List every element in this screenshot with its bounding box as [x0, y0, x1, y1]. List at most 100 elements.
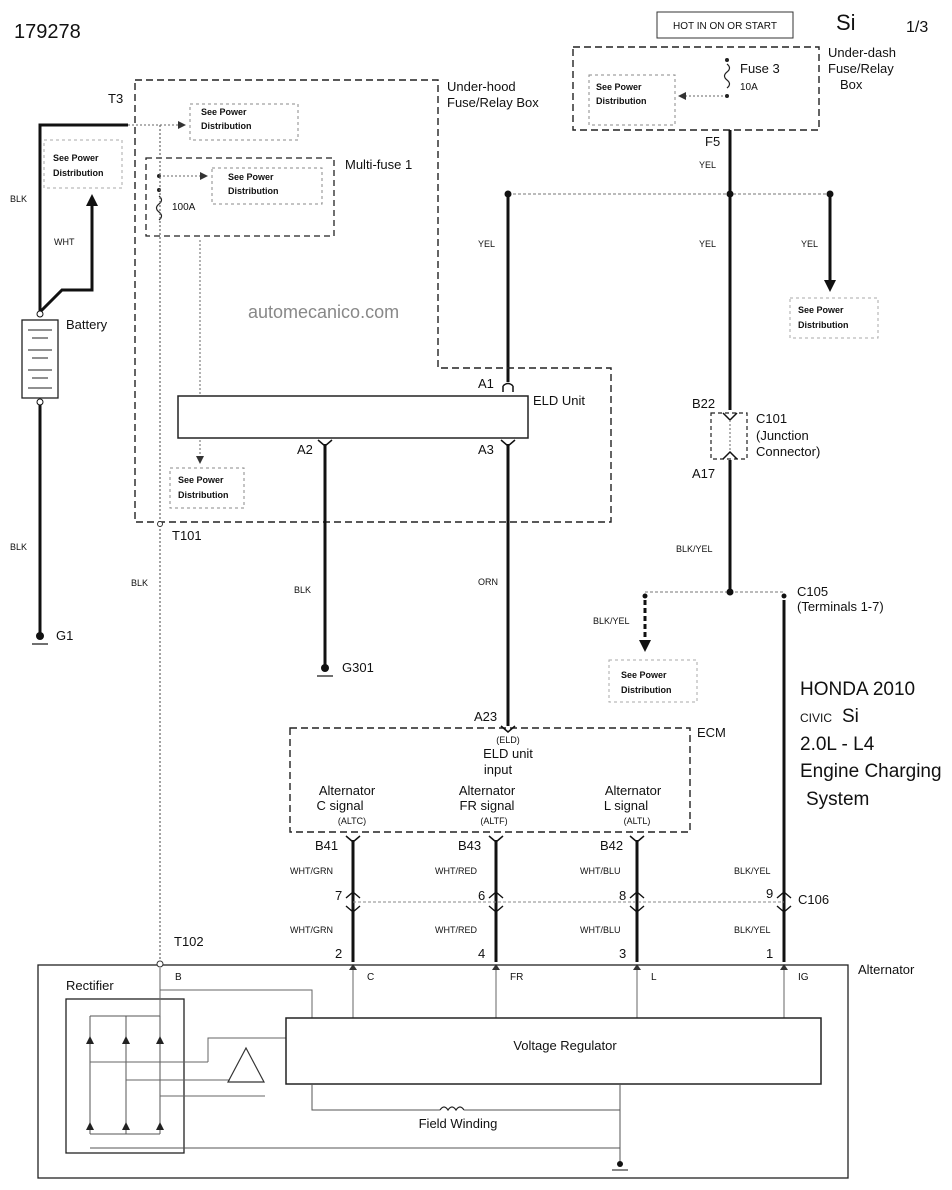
connector-icon: [488, 891, 504, 913]
wire-label-blk: BLK: [294, 585, 311, 595]
fuse3-terminal: [725, 58, 729, 62]
connector-icon: [345, 891, 361, 913]
wire-label-wht-blu: WHT/BLU: [580, 866, 621, 876]
connector-a3: A3: [478, 442, 494, 457]
wire-label-blk: BLK: [131, 578, 148, 588]
vehicle-system-1: Engine Charging: [800, 761, 942, 782]
diode-icon: [156, 1122, 164, 1130]
see-power-box-battery: [43, 139, 123, 189]
see-power-box-c105: [608, 659, 698, 703]
arrow-up-icon: [780, 964, 788, 970]
field-winding-label: Field Winding: [419, 1116, 498, 1131]
alt-b-line: [160, 989, 313, 1018]
connector-a2: A2: [297, 442, 313, 457]
c105-sub: (Terminals 1-7): [797, 599, 884, 614]
ecm-label: ECM: [697, 725, 726, 740]
underdash-label-3: Box: [840, 77, 863, 92]
connector-b41: B41: [315, 838, 338, 853]
connector-a23: A23: [474, 709, 497, 724]
rectifier-label: Rectifier: [66, 978, 114, 993]
see-power-text: See Power: [53, 153, 99, 163]
underhood-fuse-box: [134, 79, 612, 523]
document-id: 179278: [14, 21, 81, 43]
altf-tag: (ALTF): [480, 816, 507, 826]
see-power-text: Distribution: [178, 490, 229, 500]
wire-label-yel: YEL: [478, 239, 495, 249]
connector-a1: A1: [478, 376, 494, 391]
terminal-b-label: B: [175, 972, 182, 983]
c105-terminal: [781, 593, 787, 599]
model-badge: Si: [836, 10, 856, 35]
see-power-box-underhood: [169, 467, 245, 509]
ground-icon: [321, 664, 329, 672]
vehicle-engine: 2.0L - L4: [800, 734, 875, 755]
ground-icon: [617, 1161, 623, 1167]
eld-unit-box: [177, 395, 529, 439]
wire-label-blk: BLK: [10, 194, 27, 204]
pin-9: 9: [766, 886, 773, 901]
wire-label-wht-grn: WHT/GRN: [290, 925, 333, 935]
eld-unit-label: ELD Unit: [533, 393, 585, 408]
altc-signal-1: Alternator: [319, 783, 376, 798]
underdash-label-1: Under-dash: [828, 45, 896, 60]
see-power-text: See Power: [798, 305, 844, 315]
hot-condition-label: HOT IN ON OR START: [673, 21, 777, 32]
underdash-label-2: Fuse/Relay: [828, 61, 894, 76]
wire-label-orn: ORN: [478, 577, 498, 587]
connector-b42: B42: [600, 838, 623, 853]
wire-label-yel: YEL: [699, 160, 716, 170]
pin-4: 4: [478, 946, 485, 961]
battery-terminal: [36, 310, 44, 318]
altc-tag: (ALTC): [338, 816, 366, 826]
alternator-label: Alternator: [858, 962, 915, 977]
stator-line: [207, 1037, 286, 1062]
connector-b43: B43: [458, 838, 481, 853]
see-power-box-underdash: [588, 74, 676, 126]
see-power-text: Distribution: [621, 685, 672, 695]
connector-t102: T102: [174, 934, 204, 949]
connector-icon: [500, 725, 516, 733]
page-number: 1/3: [906, 19, 928, 36]
fuse3-icon: [723, 63, 731, 89]
fuse3-rating: 10A: [740, 82, 758, 93]
splice-point: [726, 588, 734, 596]
wire-label-wht: WHT: [54, 237, 75, 247]
eld-input-2: input: [484, 762, 513, 777]
see-power-text: Distribution: [201, 121, 252, 131]
see-power-text: See Power: [596, 82, 642, 92]
connector-icon: [629, 891, 645, 913]
terminal-c-label: C: [367, 972, 374, 983]
stator-coil-icon: [227, 1046, 265, 1083]
wire-label-wht-grn: WHT/GRN: [290, 866, 333, 876]
wire-label-yel: YEL: [801, 239, 818, 249]
see-power-text: See Power: [228, 172, 274, 182]
arrow-up-icon: [349, 964, 357, 970]
wire-label-wht-blu: WHT/BLU: [580, 925, 621, 935]
wire-label-wht-red: WHT/RED: [435, 866, 477, 876]
see-power-box-yel: [789, 297, 879, 339]
multifuse-rating: 100A: [172, 202, 196, 213]
altf-signal-1: Alternator: [459, 783, 516, 798]
arrow-down-icon: [824, 280, 836, 292]
alternator-box: [37, 964, 849, 1179]
see-power-text: See Power: [178, 475, 224, 485]
diode-icon: [86, 1122, 94, 1130]
ground-g301: G301: [342, 660, 374, 675]
connector-c105: C105: [797, 584, 828, 599]
voltage-regulator-label: Voltage Regulator: [513, 1038, 617, 1053]
terminal-fr-label: FR: [510, 972, 523, 983]
diode-icon: [86, 1036, 94, 1044]
arrow-up-icon: [86, 194, 98, 206]
wire-label-blk-yel: BLK/YEL: [734, 925, 771, 935]
diode-icon: [122, 1036, 130, 1044]
splice-point: [726, 190, 734, 198]
altl-tag: (ALTL): [624, 816, 651, 826]
connector-t3: T3: [108, 91, 123, 106]
altc-signal-2: C signal: [317, 798, 364, 813]
arrow-icon: [678, 92, 686, 100]
arrow-down-icon: [196, 456, 204, 464]
connector-f5: F5: [705, 134, 720, 149]
battery-label: Battery: [66, 317, 108, 332]
battery-icon: [21, 319, 59, 399]
